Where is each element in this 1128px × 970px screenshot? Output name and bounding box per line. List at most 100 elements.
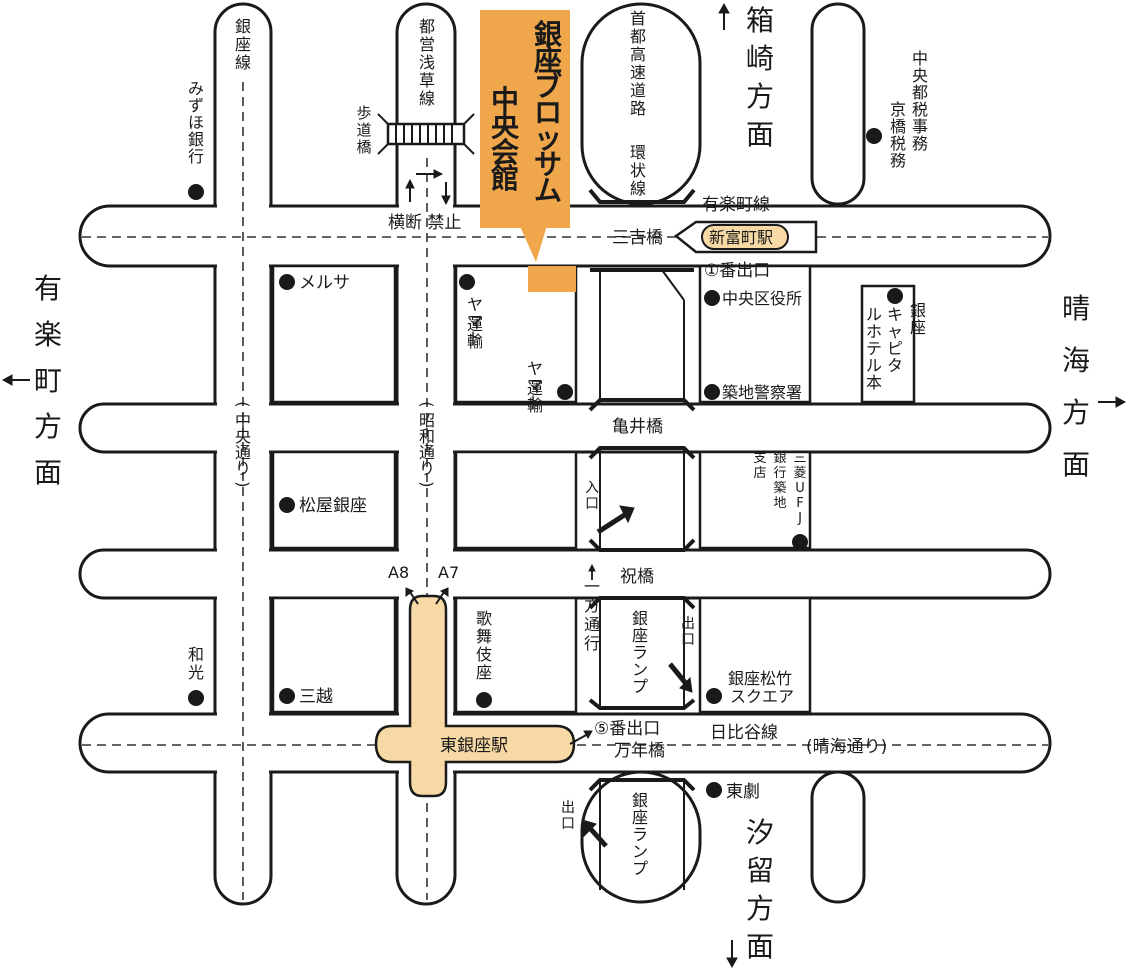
svg-text:U: U xyxy=(795,481,805,496)
bridge-iwai: 祝橋 xyxy=(620,567,654,587)
svg-text:方: 方 xyxy=(746,80,774,113)
svg-text:銀: 銀 xyxy=(910,301,926,320)
svg-text:座: 座 xyxy=(632,626,648,645)
shintomicho-station-badge xyxy=(673,220,818,254)
svg-text:汐: 汐 xyxy=(746,816,774,849)
svg-text:楽: 楽 xyxy=(34,318,62,351)
note-exit-2: 出口 xyxy=(561,800,575,832)
svg-text:マ: マ xyxy=(467,312,483,331)
svg-text:会: 会 xyxy=(491,136,519,169)
svg-text:ト: ト xyxy=(527,393,543,412)
svg-text:支: 支 xyxy=(753,451,766,466)
block-kabukiza xyxy=(454,596,578,714)
svg-text:口: 口 xyxy=(561,816,575,832)
svg-text:F: F xyxy=(796,496,803,511)
landmark-dot-icon xyxy=(188,184,204,200)
svg-text:ホ: ホ xyxy=(866,322,882,341)
svg-text:路: 路 xyxy=(630,99,646,118)
landmark-dot-icon xyxy=(279,497,295,513)
svg-text:出: 出 xyxy=(681,616,695,632)
landmark-dot-icon xyxy=(706,782,722,798)
svg-text:ャ: ャ xyxy=(887,322,903,341)
landmark-dot-icon xyxy=(279,274,295,290)
svg-text:税: 税 xyxy=(912,100,928,119)
svg-text:プ: プ xyxy=(632,677,648,696)
block-capital-hotel xyxy=(860,284,916,404)
svg-text:務: 務 xyxy=(890,151,906,170)
svg-text:運: 運 xyxy=(467,315,483,334)
svg-text:出: 出 xyxy=(561,800,575,816)
svg-text:(: ( xyxy=(233,401,252,407)
svg-text:状: 状 xyxy=(630,161,646,180)
svg-text:橋: 橋 xyxy=(890,117,906,136)
svg-text:ヤ: ヤ xyxy=(527,359,543,378)
block-showa-east xyxy=(454,450,578,550)
svg-text:留: 留 xyxy=(746,854,774,887)
station-exit-a7: A7 xyxy=(438,563,459,582)
landmark-dot-icon xyxy=(792,534,808,550)
svg-text:ル: ル xyxy=(866,356,882,375)
svg-text:事: 事 xyxy=(912,117,928,136)
landmark-togeki: 東劇 xyxy=(726,782,760,802)
note-entrance: 入口 xyxy=(585,480,599,512)
road-harumi-label: (晴海通り) xyxy=(806,737,887,757)
svg-text:面: 面 xyxy=(746,930,774,963)
landmark-police: 築地警察署 xyxy=(722,383,802,402)
svg-text:箱: 箱 xyxy=(746,4,774,37)
block-mufg xyxy=(698,450,812,550)
labels-vertical: 銀座ブロッサム中央会館箱崎方面有楽町方面晴海方面汐留方面銀座線都営浅草線首都高速… xyxy=(34,4,1090,963)
svg-text:): ) xyxy=(417,481,436,487)
svg-text:通: 通 xyxy=(235,443,251,462)
svg-text:晴: 晴 xyxy=(1062,292,1090,325)
svg-text:橋: 橋 xyxy=(356,138,371,156)
landmark-dot-icon xyxy=(704,290,720,306)
svg-text:方: 方 xyxy=(1062,396,1090,429)
svg-text:面: 面 xyxy=(746,118,774,151)
landmark-mitsukoshi: 三越 xyxy=(299,687,333,707)
svg-text:線: 線 xyxy=(630,179,646,198)
landmark-dot-icon xyxy=(459,274,475,290)
svg-text:入: 入 xyxy=(585,480,599,496)
svg-text:マ: マ xyxy=(527,376,543,395)
svg-text:ル: ル xyxy=(866,305,882,324)
svg-text:道: 道 xyxy=(356,121,371,139)
svg-text:スクエア: スクエア xyxy=(730,687,794,706)
svg-text:海: 海 xyxy=(1062,344,1090,377)
city-blocks xyxy=(271,264,916,714)
landmark-dot-icon xyxy=(866,128,882,144)
svg-text:ム: ム xyxy=(534,174,562,207)
svg-text:町: 町 xyxy=(34,364,62,397)
venue-location-marker xyxy=(528,266,576,292)
block-melsa xyxy=(271,264,397,404)
bridge-kamei: 亀井橋 xyxy=(612,417,663,437)
svg-text:通: 通 xyxy=(419,443,435,462)
svg-text:浅: 浅 xyxy=(419,53,435,72)
svg-text:中: 中 xyxy=(235,411,251,430)
rail-yurakucho-line: 有楽町線 xyxy=(702,195,770,215)
svg-text:本: 本 xyxy=(866,373,882,392)
svg-text:口: 口 xyxy=(585,496,599,512)
svg-text:館: 館 xyxy=(491,162,519,195)
svg-text:ッ: ッ xyxy=(534,122,562,155)
svg-text:央: 央 xyxy=(235,427,251,446)
station-shintomicho-label: 新富町駅 xyxy=(709,228,773,247)
svg-text:運: 運 xyxy=(527,379,543,398)
svg-text:み: み xyxy=(188,79,204,98)
svg-text:舞: 舞 xyxy=(476,627,492,646)
svg-text:和: 和 xyxy=(419,427,435,446)
svg-text:和: 和 xyxy=(188,645,204,664)
svg-text:ヤ: ヤ xyxy=(467,295,483,314)
